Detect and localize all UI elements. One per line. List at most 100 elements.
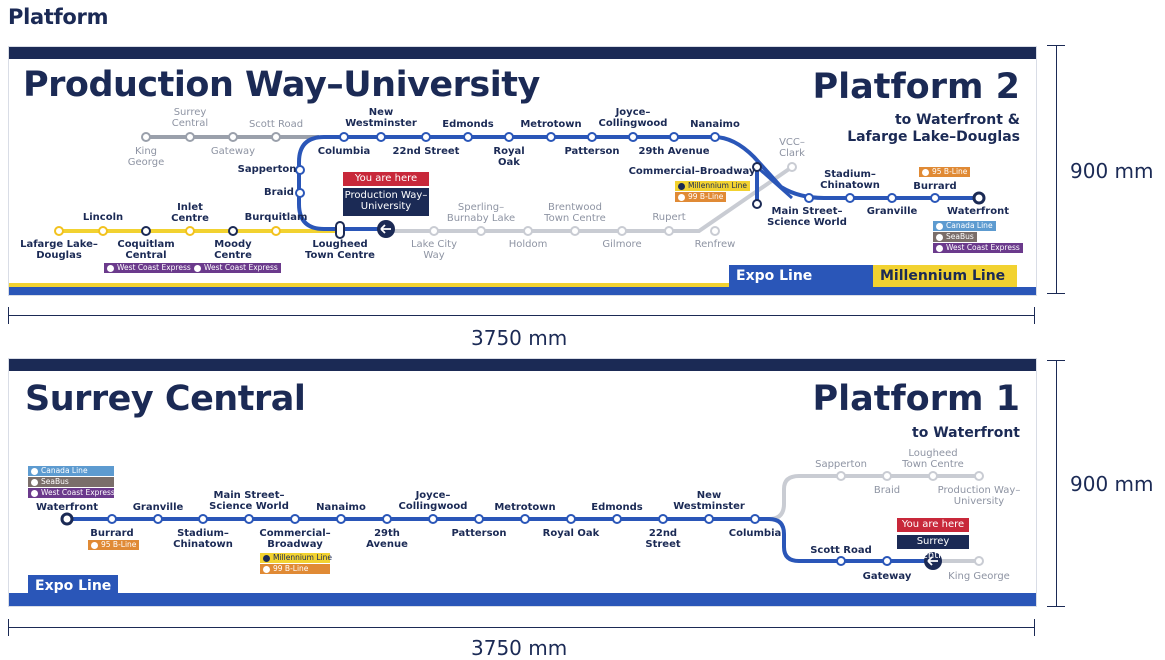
dimension-tick — [1034, 619, 1035, 636]
station-label: Gateway — [862, 571, 912, 582]
station-label: Joyce–Collingwood — [398, 490, 468, 512]
dimension-tick — [1047, 293, 1065, 294]
ferry-icon — [31, 478, 38, 486]
platform-title: Platform 1 — [812, 379, 1020, 419]
expo-line-label: Expo Line — [28, 575, 119, 597]
station-label: Scott Road — [248, 119, 304, 130]
dimension-line — [8, 627, 1035, 628]
station-label: 29th Avenue — [638, 146, 710, 157]
station-label: VCC–Clark — [779, 137, 805, 159]
expo-line-label: Expo Line — [729, 265, 873, 287]
canada-badge: Canada Line — [933, 221, 996, 231]
station-label: Joyce–Collingwood — [598, 107, 668, 129]
station-label: Braid — [873, 485, 901, 496]
station-label: Sapperton — [815, 459, 867, 470]
line-map — [9, 47, 1036, 295]
b99-badge: 99 B-Line — [675, 192, 727, 202]
station-label: Commercial–Broadway — [628, 166, 756, 177]
train-icon — [936, 222, 943, 230]
bus-icon — [922, 168, 929, 176]
height-dimension: 900 mm — [1070, 159, 1154, 183]
station-label: Sapperton — [237, 164, 297, 175]
train-icon — [194, 264, 201, 272]
millennium-badge: Millennium Line — [260, 553, 332, 563]
dimension-tick — [1047, 606, 1065, 607]
wce-badge: West Coast Express — [933, 243, 1023, 253]
station-label: Lincoln — [82, 212, 124, 223]
width-dimension: 3750 mm — [471, 636, 568, 660]
station-label: Sperling–Burnaby Lake — [446, 202, 516, 224]
station-label: Burrard — [90, 528, 134, 539]
ferry-icon — [936, 233, 943, 241]
dimension-tick — [1034, 307, 1035, 324]
station-label: Main Street–Science World — [767, 206, 847, 228]
station-label: Stadium–Chinatown — [820, 169, 880, 191]
station-label: Patterson — [564, 146, 620, 157]
dimension-line — [1056, 45, 1057, 294]
page-heading: Platform — [8, 5, 109, 29]
station-label: Gateway — [210, 146, 256, 157]
wce-badge: West Coast Express — [191, 263, 281, 273]
destination-line-1: to Waterfront & — [894, 112, 1020, 128]
station-label: Metrotown — [520, 119, 582, 130]
b99-badge: 99 B-Line — [260, 564, 330, 574]
b95-badge: 95 B-Line — [919, 167, 971, 177]
station-label: Rupert — [652, 212, 686, 223]
station-label: Edmonds — [442, 119, 494, 130]
station-label: Main Street–Science World — [209, 490, 289, 512]
station-title: Production Way–University — [23, 65, 540, 105]
dimension-tick — [1047, 45, 1065, 46]
station-label: Production Way–University — [937, 485, 1021, 507]
station-label: 22nd Street — [392, 146, 460, 157]
train-icon — [31, 467, 38, 475]
dimension-line — [1056, 360, 1057, 607]
station-label: Granville — [132, 502, 184, 513]
dimension-line — [8, 315, 1035, 316]
platform-1-sign: Surrey Central Platform 1 to Waterfront … — [8, 358, 1037, 607]
train-icon — [678, 182, 685, 190]
station-label: Edmonds — [591, 502, 643, 513]
dimension-tick — [8, 619, 9, 636]
station-label: Braid — [264, 187, 294, 198]
station-label: Royal Oak — [542, 528, 600, 539]
b95-badge: 95 B-Line — [88, 540, 140, 550]
station-label: Waterfront — [947, 206, 1009, 217]
station-label: Columbia — [317, 146, 371, 157]
station-label: Renfrew — [694, 239, 736, 250]
platform-title: Platform 2 — [812, 67, 1020, 107]
millennium-badge: Millennium Line — [675, 181, 751, 191]
destination-line-2: Lafarge Lake–Douglas — [847, 129, 1020, 145]
station-label: Holdom — [508, 239, 548, 250]
station-label: Nanaimo — [690, 119, 740, 130]
seabus-badge: SeaBus — [933, 232, 977, 242]
station-label: Waterfront — [36, 502, 98, 513]
bus-icon — [263, 565, 270, 573]
canada-badge: Canada Line — [28, 466, 114, 476]
platform-2-sign: Production Way–University Platform 2 to … — [8, 46, 1037, 296]
line-map — [9, 359, 1036, 606]
station-label: Lafarge Lake–Douglas — [20, 239, 98, 261]
wce-badge: West Coast Express — [28, 488, 115, 498]
seabus-badge: SeaBus — [28, 477, 114, 487]
destination-line-1: to Waterfront — [912, 425, 1020, 441]
bus-icon — [91, 541, 98, 549]
dimension-tick — [8, 307, 9, 324]
station-label: King George — [948, 571, 1010, 582]
station-label: Patterson — [451, 528, 507, 539]
current-station-label: Surrey Central — [897, 535, 969, 561]
dimension-tick — [1047, 360, 1065, 361]
wce-badge: West Coast Express — [104, 263, 194, 273]
millennium-line-label: Millennium Line — [873, 265, 1017, 287]
train-icon — [263, 554, 270, 562]
